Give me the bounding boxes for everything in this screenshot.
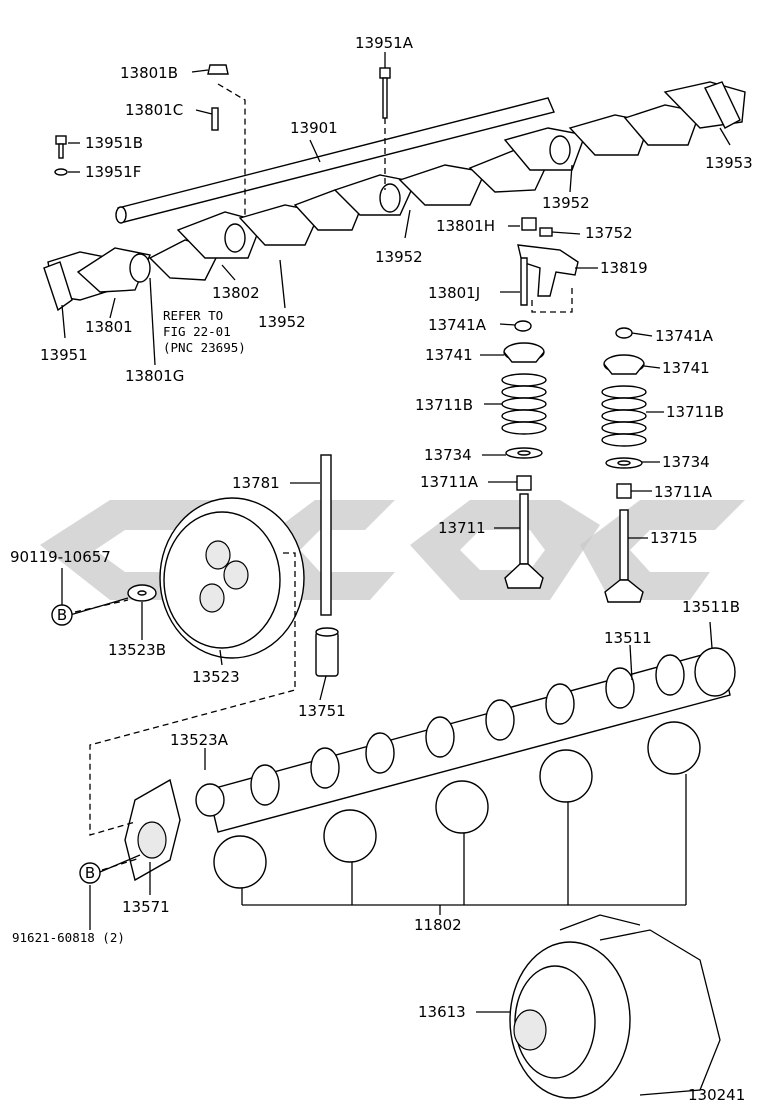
label-90119-10657: 90119-10657 — [10, 548, 111, 566]
label-13802: 13802 — [212, 284, 260, 302]
rocker-arm-assembly — [43, 81, 746, 312]
label-13571: 13571 — [122, 898, 170, 916]
label-13711B-left: 13711B — [415, 396, 473, 414]
label-13801H: 13801H — [436, 217, 495, 235]
label-11802: 11802 — [414, 916, 462, 934]
label-13751: 13751 — [298, 702, 346, 720]
leader-lines — [61, 52, 731, 1013]
label-13951F: 13951F — [85, 163, 141, 181]
diagram-id: 130241 — [688, 1086, 745, 1104]
label-13801J: 13801J — [428, 284, 480, 302]
label-13801: 13801 — [85, 318, 133, 336]
camshaft-bearings — [213, 721, 701, 889]
label-13711B-right: 13711B — [666, 403, 724, 421]
label-91621-60818: 91621-60818 (2) — [12, 930, 125, 945]
label-13711: 13711 — [438, 519, 486, 537]
timing-gear — [127, 497, 305, 659]
camshaft — [195, 647, 736, 833]
label-13951: 13951 — [40, 346, 88, 364]
label-13741-left: 13741 — [425, 346, 473, 364]
label-13801C: 13801C — [125, 101, 183, 119]
label-13715: 13715 — [650, 529, 698, 547]
shaft-fasteners — [54, 64, 391, 176]
label-13951B: 13951B — [85, 134, 143, 152]
label-13952-right: 13952 — [542, 194, 590, 212]
dashed-assembly-lines — [74, 83, 573, 871]
label-13741A-right: 13741A — [655, 327, 714, 345]
label-13741-right: 13741 — [662, 359, 710, 377]
part-labels: 13951A 13801B 13801C 13901 13951B 13951F… — [10, 34, 753, 1104]
marker-b-lower-label: B — [85, 864, 95, 882]
label-13511: 13511 — [604, 629, 652, 647]
label-13741A-left: 13741A — [428, 316, 487, 334]
label-13711A-right: 13711A — [654, 483, 713, 501]
refer-note-line-3: (PNC 23695) — [163, 340, 246, 355]
thrust-plate — [124, 778, 181, 882]
marker-b-upper: B — [51, 604, 73, 626]
label-13781: 13781 — [232, 474, 280, 492]
camshaft-sprocket — [509, 914, 721, 1099]
label-13523: 13523 — [192, 668, 240, 686]
marker-b-upper-label: B — [57, 606, 67, 624]
label-13951A: 13951A — [355, 34, 414, 52]
label-13801B: 13801B — [120, 64, 178, 82]
refer-note-line-2: FIG 22-01 — [163, 324, 231, 339]
label-13734-left: 13734 — [424, 446, 472, 464]
label-13952-left: 13952 — [258, 313, 306, 331]
refer-note-line-1: REFER TO — [163, 308, 223, 323]
label-13952-middle: 13952 — [375, 248, 423, 266]
label-13953: 13953 — [705, 154, 753, 172]
valve-train — [501, 217, 647, 603]
label-13801G: 13801G — [125, 367, 184, 385]
label-13613: 13613 — [418, 1003, 466, 1021]
label-13523A: 13523A — [170, 731, 229, 749]
label-13901: 13901 — [290, 119, 338, 137]
label-13752: 13752 — [585, 224, 633, 242]
marker-b-lower: B — [79, 862, 101, 884]
pushrod-and-lifter — [315, 454, 339, 677]
valve-spring-right — [601, 385, 647, 447]
label-13523B: 13523B — [108, 641, 166, 659]
valve-spring-left — [501, 373, 547, 435]
label-13711A-left: 13711A — [420, 473, 479, 491]
label-13734-right: 13734 — [662, 453, 710, 471]
label-13819: 13819 — [600, 259, 648, 277]
label-13511B: 13511B — [682, 598, 740, 616]
rocker-shaft — [115, 97, 555, 224]
